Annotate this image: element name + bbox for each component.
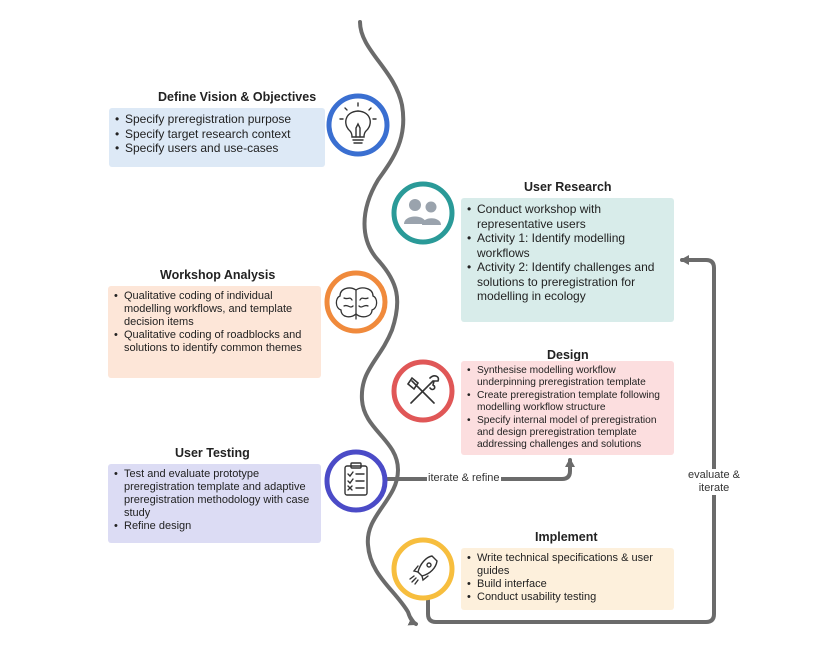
research-item: Activity 2: Identify challenges and solu…	[467, 260, 668, 304]
research-title: User Research	[524, 180, 612, 194]
evaluate-iterate-arrow	[426, 255, 716, 624]
users-icon	[404, 199, 441, 225]
define-box: Specify preregistration purpose Specify …	[109, 108, 325, 167]
winding-process-path	[358, 20, 418, 626]
design-item: Create preregistration template followin…	[467, 390, 668, 415]
brain-icon	[335, 287, 378, 320]
analysis-item: Qualitative coding of individual modelli…	[114, 290, 315, 329]
define-item: Specify preregistration purpose	[115, 112, 319, 127]
implement-title: Implement	[535, 530, 598, 544]
research-item: Activity 1: Identify modelling workflows	[467, 231, 668, 260]
define-item: Specify users and use-cases	[115, 141, 319, 156]
rocket-icon	[409, 555, 438, 585]
analysis-box: Qualitative coding of individual modelli…	[108, 286, 321, 378]
testing-item: Refine design	[114, 520, 315, 533]
design-box: Synthesise modelling workflow underpinni…	[461, 361, 674, 455]
evaluate-iterate-label: evaluate & iterate	[686, 469, 742, 495]
analysis-title: Workshop Analysis	[160, 268, 276, 282]
research-item: Conduct workshop with representative use…	[467, 202, 668, 231]
design-title: Design	[547, 348, 589, 362]
design-item: Synthesise modelling workflow underpinni…	[467, 365, 668, 390]
research-circle	[391, 181, 455, 245]
iterate-refine-arrow	[386, 458, 575, 481]
implement-item: Write technical specifications & user gu…	[467, 552, 668, 578]
testing-title: User Testing	[175, 446, 250, 460]
tools-icon	[406, 375, 440, 404]
testing-box: Test and evaluate prototype preregistrat…	[108, 464, 321, 543]
define-title: Define Vision & Objectives	[158, 90, 317, 104]
research-box: Conduct workshop with representative use…	[461, 198, 674, 322]
implement-item: Build interface	[467, 578, 668, 591]
implement-item: Conduct usability testing	[467, 591, 668, 604]
define-item: Specify target research context	[115, 127, 319, 142]
testing-item: Test and evaluate prototype preregistrat…	[114, 468, 315, 520]
design-item: Specify internal model of preregistratio…	[467, 415, 668, 452]
iterate-refine-label: iterate & refine	[427, 472, 501, 484]
implement-circle	[391, 537, 455, 601]
lightbulb-icon	[339, 102, 377, 144]
clipboard-checklist-icon	[344, 462, 368, 496]
analysis-item: Qualitative coding of roadblocks and sol…	[114, 329, 315, 355]
implement-box: Write technical specifications & user gu…	[461, 548, 674, 610]
